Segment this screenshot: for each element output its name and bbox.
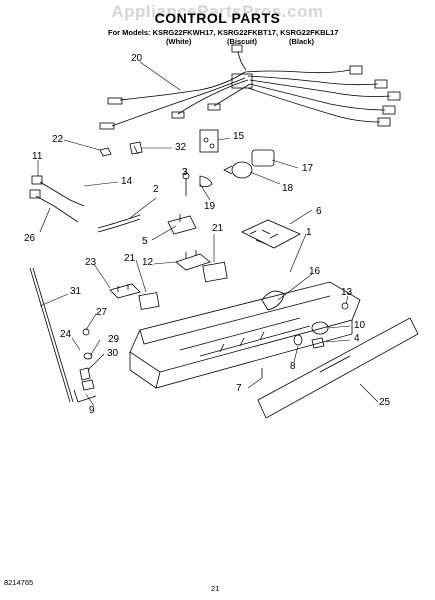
part-label: 7 — [236, 383, 242, 394]
part-label: 15 — [233, 131, 245, 142]
label-card — [138, 292, 160, 310]
thermistor-lead — [35, 195, 79, 223]
part-label: 27 — [96, 307, 108, 318]
bushing — [79, 367, 91, 381]
page-title: CONTROL PARTS — [154, 10, 281, 26]
part-label: 20 — [131, 53, 143, 64]
label-card — [202, 261, 228, 283]
switch-bracket — [175, 250, 211, 271]
leader-lines — [37, 61, 379, 407]
thermistor-lead — [39, 181, 85, 207]
document-number: 8214765 — [4, 578, 34, 587]
part-label: 25 — [379, 397, 391, 408]
page-number: 21 — [211, 584, 220, 593]
wire-harness — [99, 44, 401, 130]
tubing — [97, 214, 141, 229]
hinge-bracket — [73, 389, 97, 403]
part-label: 10 — [354, 320, 366, 331]
control-knob — [311, 337, 325, 349]
screw — [341, 302, 349, 310]
part-label: 1 — [306, 227, 312, 238]
rod — [29, 267, 71, 403]
part-label: 2 — [153, 184, 159, 195]
part-label: 6 — [316, 206, 322, 217]
part-label: 12 — [142, 257, 154, 268]
part-label: 8 — [290, 361, 296, 372]
part-label: 32 — [175, 142, 187, 153]
part-label: 17 — [302, 163, 314, 174]
light-shield — [261, 290, 285, 311]
control-knob — [311, 321, 329, 335]
trim-strip — [257, 317, 419, 419]
part-label: 31 — [70, 286, 82, 297]
color-white: (White) — [166, 37, 192, 46]
wire-clamp — [129, 141, 143, 155]
color-black: (Black) — [289, 37, 315, 46]
part-label: 4 — [354, 333, 360, 344]
mounting-plate — [199, 129, 219, 153]
light-bulb-socket — [223, 149, 275, 179]
part-label: 22 — [52, 134, 64, 145]
part-label: 29 — [108, 334, 120, 345]
screw — [82, 328, 90, 336]
part-label: 11 — [32, 151, 43, 162]
wire-clip — [99, 147, 112, 157]
color-biscuit: (Biscuit) — [227, 37, 257, 46]
part-label: 13 — [341, 287, 353, 298]
part-label: 9 — [89, 405, 95, 416]
washer — [83, 352, 93, 360]
switch — [167, 214, 197, 235]
part-label: 24 — [60, 329, 72, 340]
part-label: 30 — [107, 348, 119, 359]
connector — [199, 175, 213, 188]
watermark: AppliancePartsPros.com — [111, 2, 324, 21]
part-label: 14 — [121, 176, 133, 187]
part-label: 3 — [182, 167, 188, 178]
part-label: 26 — [24, 233, 36, 244]
part-label: 21 — [124, 253, 136, 264]
part-label: 21 — [212, 223, 224, 234]
part-label: 16 — [309, 266, 321, 277]
part-label: 19 — [204, 201, 216, 212]
models-line: For Models: KSRG22FKWH17, KSRG22FKBT17, … — [108, 28, 339, 37]
part-label: 23 — [85, 257, 97, 268]
control-housing — [129, 281, 361, 389]
part-label: 18 — [282, 183, 294, 194]
mounting-bracket — [109, 283, 141, 299]
part-label: 5 — [142, 236, 148, 247]
clip — [81, 379, 95, 391]
